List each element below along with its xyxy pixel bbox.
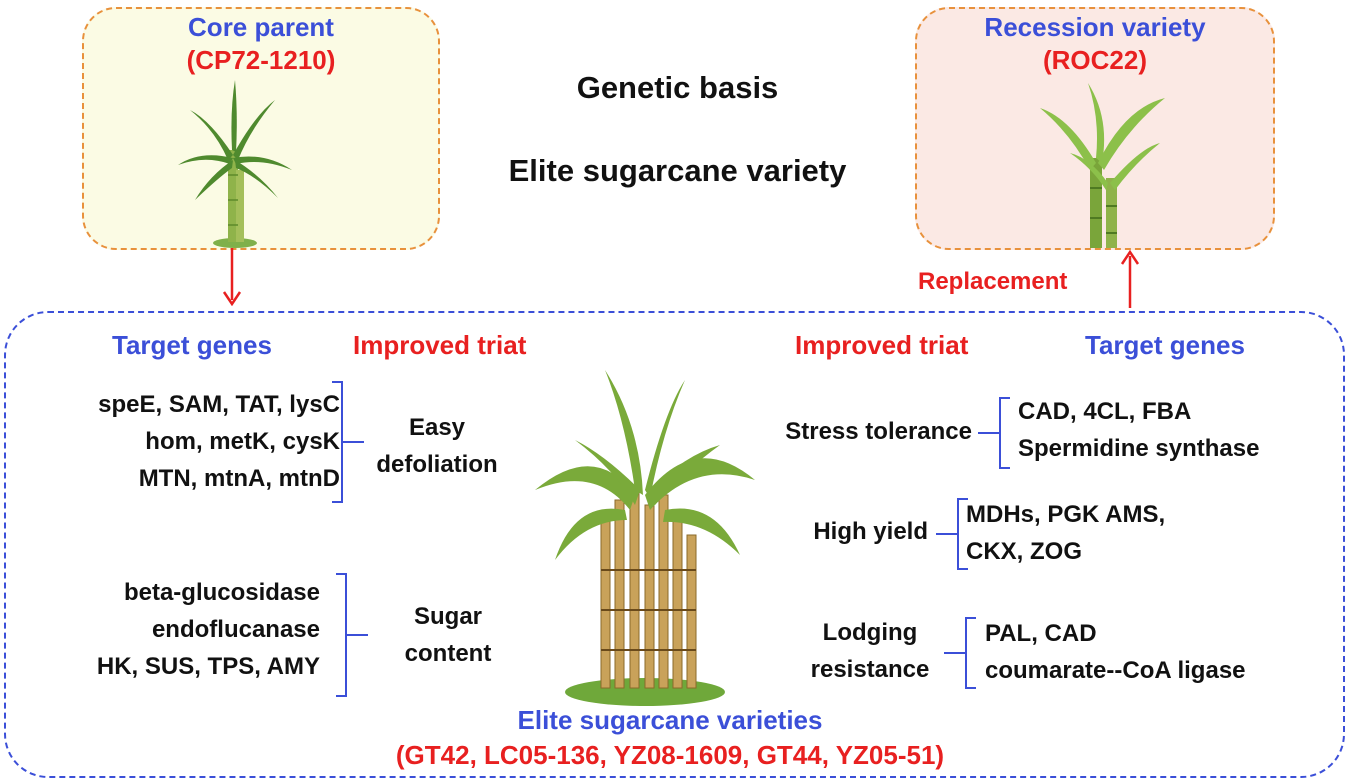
bracket-icon [978, 397, 1010, 469]
replacement-label: Replacement [918, 268, 1068, 295]
right-group3-trait: Lodging resistance [780, 614, 960, 688]
right-group1-genes: CAD, 4CL, FBA Spermidine synthase [1018, 393, 1338, 467]
gene-line: beta-glucosidase [123, 579, 320, 606]
left-group1-trait: Easy defoliation [352, 409, 522, 483]
right-improved-trait-header: Improved triat [795, 330, 969, 360]
right-group2-genes: MDHs, PGK AMS, CKX, ZOG [966, 496, 1286, 570]
left-group2-trait: Sugar content [368, 598, 528, 672]
recession-label: Recession variety [984, 12, 1206, 42]
gene-line: PAL, CAD [985, 620, 1097, 647]
bracket-icon [336, 573, 368, 697]
gene-line: Spermidine synthase [1018, 435, 1260, 462]
trait-line: Sugar [413, 603, 482, 630]
core-parent-box [82, 7, 440, 250]
trait-line: Lodging [822, 619, 918, 646]
gene-line: coumarate--CoA ligase [985, 657, 1246, 684]
left-improved-trait-header: Improved triat [353, 330, 527, 360]
recession-variety: (ROC22) [1042, 45, 1147, 75]
gene-line: CKX, ZOG [966, 538, 1083, 565]
gene-line: MDHs, PGK AMS, [966, 501, 1166, 528]
bracket-icon [332, 381, 364, 503]
gene-line: MTN, mtnA, mtnD [138, 465, 340, 492]
bracket-icon [936, 498, 968, 570]
right-target-genes-header: Target genes [1085, 330, 1245, 360]
trait-line: resistance [810, 656, 930, 683]
right-group3-genes: PAL, CAD coumarate--CoA ligase [985, 615, 1325, 689]
left-group2-genes: beta-glucosidase endoflucanase HK, SUS, … [10, 574, 320, 685]
trait-line: Easy [408, 414, 466, 441]
gene-line: hom, metK, cysK [145, 428, 340, 455]
right-group2-trait: High yield [813, 518, 928, 545]
gene-line: endoflucanase [151, 616, 320, 643]
core-parent-label: Core parent [188, 12, 334, 42]
right-group1-trait: Stress tolerance [785, 418, 972, 445]
left-target-genes-header: Target genes [112, 330, 272, 360]
sugarcane-clump-icon [535, 370, 755, 706]
sugarcane-stalk-icon [1040, 83, 1165, 248]
elite-varieties-title: Elite sugarcane varieties [517, 705, 823, 735]
gene-line: CAD, 4CL, FBA [1018, 398, 1192, 425]
bracket-icon [944, 617, 976, 689]
trait-line: defoliation [376, 451, 498, 478]
elite-variety-title: Elite sugarcane variety [508, 153, 847, 188]
arrow-up-icon [1120, 250, 1140, 308]
arrow-down-icon [222, 248, 242, 306]
left-group1-genes: speE, SAM, TAT, lysC hom, metK, cysK MTN… [10, 386, 340, 497]
sugarcane-plant-icon [178, 80, 292, 248]
gene-line: HK, SUS, TPS, AMY [96, 653, 320, 680]
elite-varieties-list: (GT42, LC05-136, YZ08-1609, GT44, YZ05-5… [395, 740, 945, 770]
trait-line: content [404, 640, 492, 667]
core-parent-variety: (CP72-1210) [186, 45, 336, 75]
gene-line: speE, SAM, TAT, lysC [98, 391, 340, 418]
genetic-basis-title: Genetic basis [576, 70, 779, 105]
